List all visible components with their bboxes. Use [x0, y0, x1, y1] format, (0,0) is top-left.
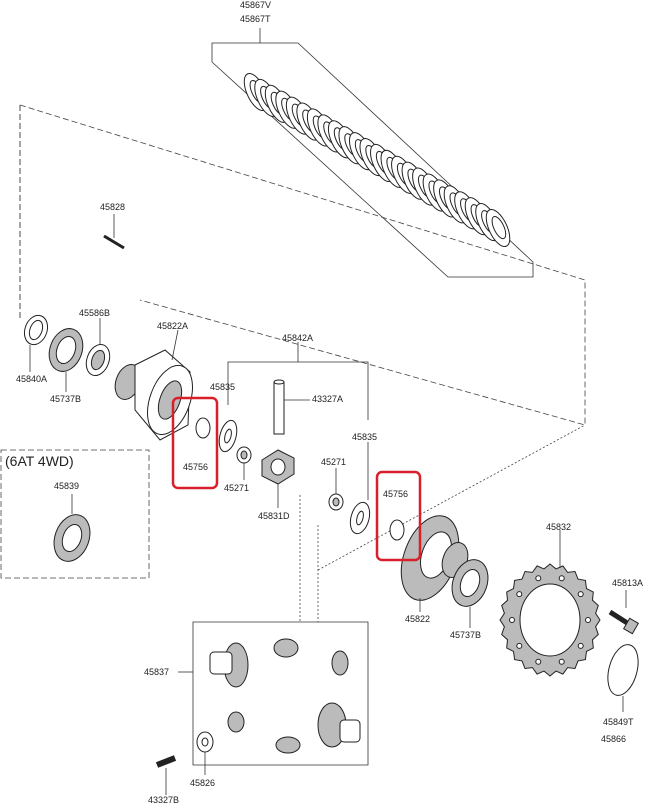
ring-gear-bolt-hole [535, 658, 542, 665]
label-45737b-right: 45737B [450, 630, 481, 640]
clutch-plate-stack [243, 72, 511, 248]
bolt-45813a [608, 590, 640, 635]
label-45822: 45822 [405, 614, 430, 624]
label-45837: 45837 [144, 667, 169, 677]
variant-box-title: (6AT 4WD) [5, 453, 74, 469]
label-45737b-left: 45737B [50, 394, 81, 404]
label-45839: 45839 [54, 481, 79, 491]
differential-case-45822 [400, 515, 469, 612]
seal-45839 [53, 494, 91, 562]
washer-45835-left [218, 419, 238, 453]
label-43327b: 43327B [148, 795, 179, 804]
washer-45849t [607, 644, 639, 712]
highlight-45756-right [375, 470, 422, 562]
label-43327a: 43327A [312, 394, 343, 404]
label-45826: 45826 [190, 778, 215, 788]
washer-45586b [85, 318, 111, 376]
label-45866: 45866 [601, 734, 626, 744]
washer-45271-left [236, 446, 252, 480]
label-45831d: 45831D [258, 511, 290, 521]
bearing-45737b-right [451, 559, 489, 628]
label-45822a: 45822A [157, 321, 188, 331]
label-45849t: 45849T [603, 717, 634, 727]
spider-45831d [261, 449, 295, 508]
washer-45826 [196, 731, 214, 775]
ring-45756-left [195, 417, 211, 439]
pinion-gears-45837 [209, 638, 361, 754]
differential-case-45822a [114, 329, 193, 441]
ring-gear-bolt-hole [516, 642, 523, 649]
ring-gear-bolt-hole [577, 591, 584, 598]
label-45832: 45832 [546, 522, 571, 532]
label-45835-right: 45835 [352, 432, 377, 442]
label-45756-right: 45756 [383, 489, 408, 499]
pin-43327b [155, 755, 177, 795]
label-45835-left: 45835 [210, 382, 235, 392]
pin-45828 [103, 214, 125, 250]
ring-gear-bolt-hole [585, 617, 591, 623]
label-45867v: 45867V [240, 0, 271, 10]
ring-gear-bore [519, 583, 581, 657]
label-45828: 45828 [100, 202, 125, 212]
washer-45271-right [328, 468, 344, 511]
ring-gear-bolt-hole [535, 575, 542, 582]
seal-45840a [23, 314, 49, 372]
label-45842a: 45842A [282, 333, 313, 343]
ring-gear-45832 [499, 563, 601, 677]
label-45756-left: 45756 [183, 462, 208, 472]
ring-gear-bolt-hole [558, 575, 565, 582]
spring-pack-outline [211, 28, 534, 278]
ring-gear-bolt-hole [558, 658, 565, 665]
washer-45835-right [349, 442, 371, 535]
pinion-group-box [178, 621, 369, 766]
bearing-45737b-left [48, 328, 84, 392]
label-45271-left: 45271 [224, 483, 249, 493]
variant-box [0, 449, 150, 579]
label-45840a: 45840A [16, 374, 47, 384]
ring-gear-bolt-hole [509, 617, 515, 623]
ring-gear-bolt-hole [516, 591, 523, 598]
highlight-45756-left [171, 396, 219, 490]
label-45271-right: 45271 [321, 457, 346, 467]
ring-45756-right [389, 519, 405, 541]
ring-gear-bolt-hole [577, 642, 584, 649]
label-45813a: 45813A [612, 578, 643, 588]
label-45586b: 45586B [79, 308, 110, 318]
shaft-43327a [273, 379, 310, 435]
label-45867t: 45867T [240, 14, 271, 24]
clutch-plate-hole [491, 215, 507, 240]
group-bracket-45842a [227, 342, 369, 420]
